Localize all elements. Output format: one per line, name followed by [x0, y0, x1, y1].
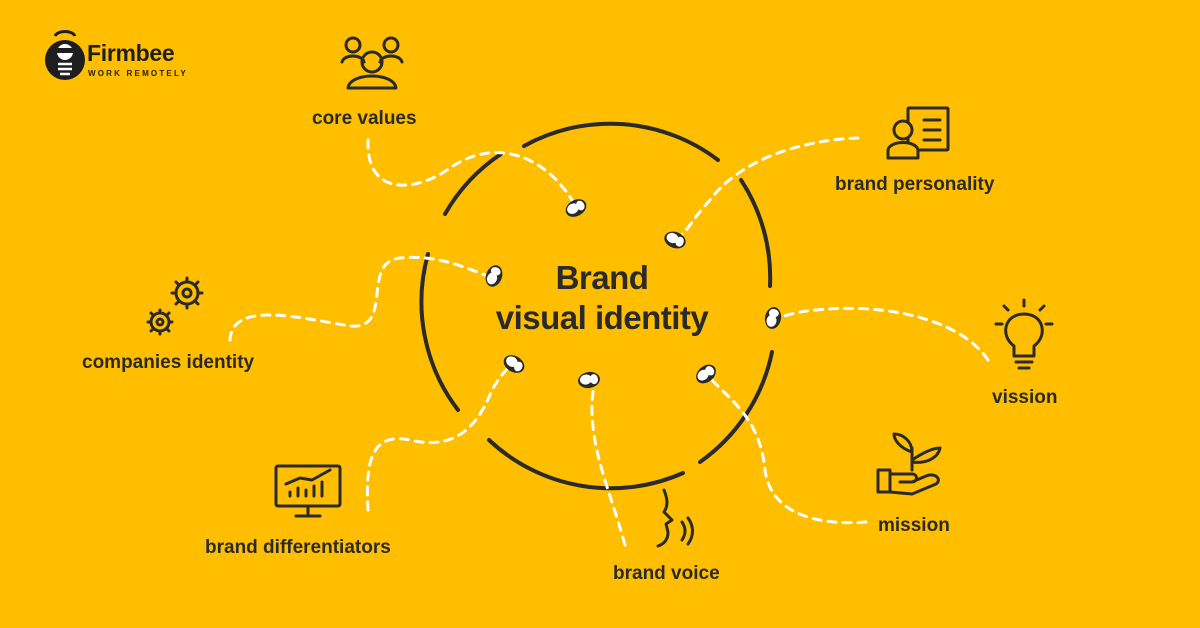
central-circle	[419, 121, 774, 491]
connector-brand-personality	[678, 136, 860, 238]
label-brand-voice: brand voice	[613, 563, 720, 584]
people-icon	[340, 36, 404, 90]
connector-vission	[776, 306, 990, 362]
label-core-values: core values	[312, 108, 417, 129]
gears-icon	[146, 276, 204, 336]
label-mission: mission	[878, 515, 950, 536]
firmbee-logo-icon	[45, 30, 85, 80]
label-vission: vission	[992, 387, 1058, 408]
bee-icon	[578, 371, 600, 389]
bee-icon	[485, 265, 503, 287]
bee-icon	[664, 231, 686, 249]
bees	[485, 199, 782, 389]
dashed-connectors	[228, 136, 990, 547]
label-companies-identity: companies identity	[82, 352, 255, 373]
brand-logo-name: Firmbee	[87, 40, 175, 66]
connector-core-values	[366, 138, 574, 202]
id-card-icon	[886, 106, 950, 160]
plant-in-hand-icon	[876, 432, 942, 496]
label-brand-differentiators: brand differentiators	[205, 537, 391, 558]
speaking-face-icon	[656, 488, 694, 548]
connector-mission	[708, 376, 868, 525]
center-title-line2: visual identity	[495, 299, 709, 336]
bee-icon	[764, 307, 782, 329]
center-title: Brand visual identity	[452, 258, 752, 338]
bee-icon	[565, 199, 587, 217]
bee-icon	[503, 355, 525, 373]
lightbulb-icon	[994, 298, 1054, 370]
connector-brand-voice	[590, 380, 627, 547]
label-brand-personality: brand personality	[835, 174, 995, 195]
bee-icon	[696, 364, 716, 384]
brand-logo-tagline: WORK REMOTELY	[88, 69, 188, 78]
connector-brand-differentiators	[365, 364, 512, 512]
chart-monitor-icon	[274, 464, 342, 518]
connector-companies-identity	[228, 255, 490, 342]
center-title-line1: Brand	[555, 259, 649, 296]
